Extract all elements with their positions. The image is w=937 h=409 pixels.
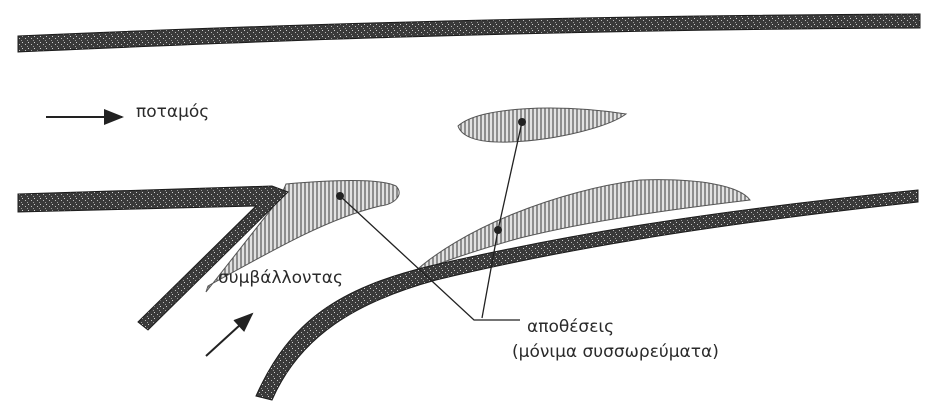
- tributary-flow-arrow: [206, 314, 252, 356]
- deposits-label: αποθέσεις: [527, 319, 614, 336]
- leader-dot-confluence: [336, 192, 344, 200]
- tributary-label: συμβάλλοντας: [218, 270, 343, 287]
- leader-dot-island: [518, 118, 526, 126]
- leader-dot-bank-bar: [494, 226, 502, 234]
- river-label: ποταμός: [136, 104, 209, 121]
- river-bank-top: [18, 14, 920, 52]
- deposits-note-label: (μόνιμα συσσωρεύματα): [512, 344, 719, 361]
- deposit-island: [458, 108, 626, 142]
